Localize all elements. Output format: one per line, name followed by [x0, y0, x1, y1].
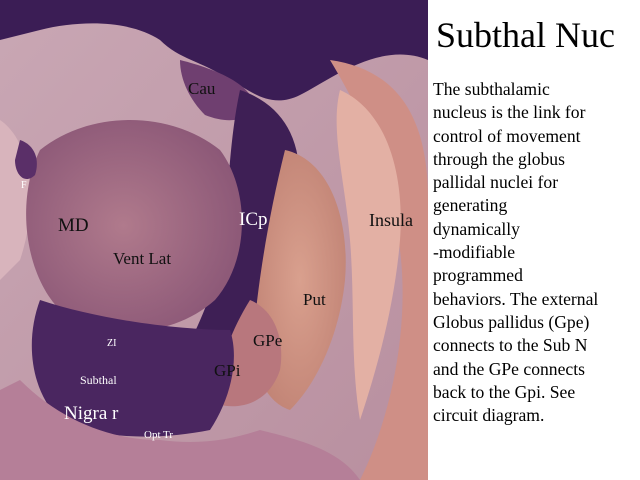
description-line: The subthalamic — [433, 79, 550, 99]
description-line: nucleus is the link for — [433, 102, 586, 123]
description-line: through the globus — [433, 148, 565, 169]
description-line: and the GPe connects — [433, 358, 585, 379]
label-f: F — [21, 180, 27, 191]
slide-description: The subthalamic nucleus is the link for … — [433, 78, 638, 427]
description-line: connects to the Sub N — [433, 335, 588, 356]
description-line: Globus pallidus (Gpe) — [433, 311, 590, 332]
label-vent-lat: Vent Lat — [113, 249, 172, 268]
brain-section-illustration — [0, 0, 428, 480]
label-put: Put — [303, 290, 326, 309]
description-line: generating — [433, 195, 508, 216]
label-nigra: Nigra r — [64, 403, 119, 424]
description-line: dynamically — [433, 218, 520, 239]
slide-title: Subthal Nuc — [436, 15, 615, 55]
label-insula: Insula — [369, 210, 413, 230]
label-gpe: GPe — [253, 331, 283, 350]
text-panel: Subthal Nuc The subthalamic nucleus is t… — [428, 0, 640, 480]
description-line: control of movement — [433, 125, 581, 146]
label-subthal: Subthal — [80, 373, 117, 387]
brain-section-image: Cau F MD ICp Insula Vent Lat Put GPe ZI … — [0, 0, 428, 480]
description-line: -modifiable — [433, 242, 516, 263]
label-icp: ICp — [239, 209, 268, 230]
label-cau: Cau — [188, 79, 216, 98]
description-line: programmed — [433, 265, 523, 286]
label-gpi: GPi — [214, 361, 241, 380]
description-line: behaviors. The external — [433, 288, 599, 309]
label-md: MD — [58, 215, 89, 236]
description-line: back to the Gpi. See — [433, 381, 576, 402]
label-opt-tr: Opt Tr — [144, 429, 174, 441]
description-line: circuit diagram. — [433, 405, 545, 426]
label-zi: ZI — [107, 338, 117, 349]
description-line: pallidal nuclei for — [433, 172, 559, 193]
